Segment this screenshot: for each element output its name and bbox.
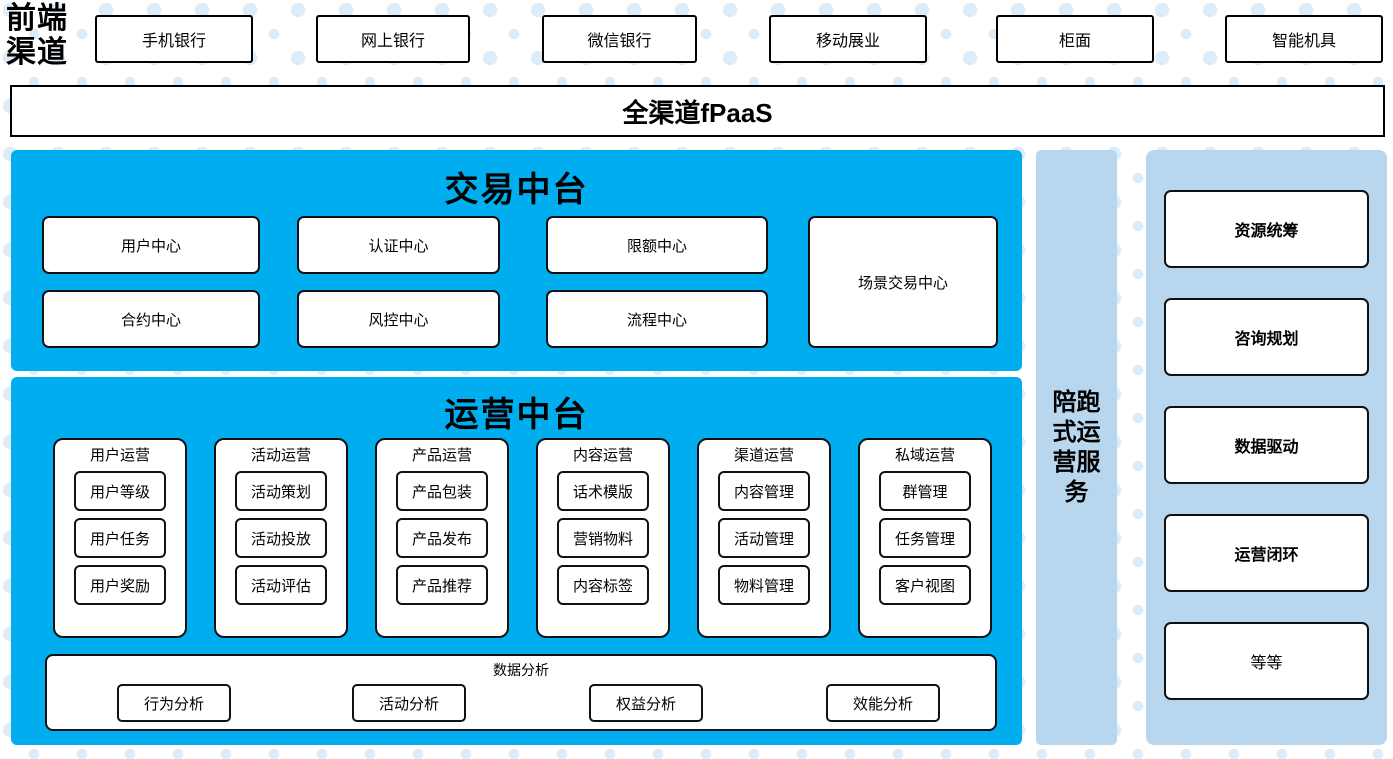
operations-column-4: 内容运营话术模版营销物料内容标签	[536, 438, 670, 638]
channel-box-6[interactable]: 智能机具	[1225, 15, 1383, 63]
operations-column-title: 产品运营	[411, 447, 472, 464]
operations-column-1: 用户运营用户等级用户任务用户奖励	[53, 438, 187, 638]
data-analysis-item-1[interactable]: 行为分析	[117, 684, 231, 722]
trade-platform-title: 交易中台	[444, 172, 589, 209]
data-analysis-item-2[interactable]: 活动分析	[352, 684, 466, 722]
trade-card-4[interactable]: 合约中心	[42, 290, 260, 348]
value-card-3[interactable]: 数据驱动	[1164, 406, 1369, 484]
trade-card-6[interactable]: 流程中心	[546, 290, 768, 348]
trade-card-5[interactable]: 风控中心	[297, 290, 500, 348]
operations-item[interactable]: 产品包装	[396, 471, 488, 511]
operations-column-5: 渠道运营内容管理活动管理物料管理	[697, 438, 831, 638]
trade-card-7[interactable]: 场景交易中心	[808, 216, 998, 348]
operations-item[interactable]: 活动管理	[718, 518, 810, 558]
operations-column-title: 用户运营	[89, 447, 150, 464]
value-card-panel: 资源统筹咨询规划数据驱动运营闭环等等	[1146, 150, 1387, 745]
trade-middle-platform-panel: 交易中台 用户中心认证中心限额中心合约中心风控中心流程中心场景交易中心	[11, 150, 1022, 371]
operations-middle-platform-panel: 运营中台 用户运营用户等级用户任务用户奖励活动运营活动策划活动投放活动评估产品运…	[11, 377, 1022, 745]
operations-item[interactable]: 活动策划	[235, 471, 327, 511]
operations-column-title: 活动运营	[250, 447, 311, 464]
data-analysis-item-4[interactable]: 效能分析	[826, 684, 940, 722]
value-card-1[interactable]: 资源统筹	[1164, 190, 1369, 268]
operations-column-title: 私域运营	[894, 447, 955, 464]
data-analysis-item-3[interactable]: 权益分析	[589, 684, 703, 722]
channel-box-2[interactable]: 网上银行	[316, 15, 470, 63]
data-analysis-title: 数据分析	[493, 662, 549, 678]
trade-card-1[interactable]: 用户中心	[42, 216, 260, 274]
trade-card-2[interactable]: 认证中心	[297, 216, 500, 274]
operations-item[interactable]: 产品发布	[396, 518, 488, 558]
operations-platform-title: 运营中台	[444, 397, 589, 434]
operations-item[interactable]: 话术模版	[557, 471, 649, 511]
value-card-2[interactable]: 咨询规划	[1164, 298, 1369, 376]
data-analysis-card: 数据分析 行为分析 活动分析 权益分析 效能分析	[45, 654, 997, 731]
operations-item[interactable]: 内容管理	[718, 471, 810, 511]
operations-column-title: 渠道运营	[733, 447, 794, 464]
trade-card-3[interactable]: 限额中心	[546, 216, 768, 274]
channel-box-4[interactable]: 移动展业	[769, 15, 927, 63]
operations-item[interactable]: 物料管理	[718, 565, 810, 605]
service-column-label: 陪跑式运营服务	[1052, 388, 1101, 506]
operations-item[interactable]: 活动评估	[235, 565, 327, 605]
operations-item[interactable]: 任务管理	[879, 518, 971, 558]
operations-column-3: 产品运营产品包装产品发布产品推荐	[375, 438, 509, 638]
channel-box-3[interactable]: 微信银行	[542, 15, 697, 63]
operations-item[interactable]: 内容标签	[557, 565, 649, 605]
value-card-5[interactable]: 等等	[1164, 622, 1369, 700]
operations-item[interactable]: 群管理	[879, 471, 971, 511]
value-card-4[interactable]: 运营闭环	[1164, 514, 1369, 592]
operations-column-6: 私域运营群管理任务管理客户视图	[858, 438, 992, 638]
operations-item[interactable]: 客户视图	[879, 565, 971, 605]
accompanying-operation-service-column[interactable]: 陪跑式运营服务	[1036, 150, 1117, 745]
operations-column-2: 活动运营活动策划活动投放活动评估	[214, 438, 348, 638]
channel-label-line-1: 前端	[6, 2, 68, 35]
operations-column-title: 内容运营	[572, 447, 633, 464]
channel-box-5[interactable]: 柜面	[996, 15, 1154, 63]
channel-label-line-2: 渠道	[6, 36, 68, 69]
omnichannel-fpaas-bar[interactable]: 全渠道fPaaS	[10, 85, 1385, 137]
operations-item[interactable]: 活动投放	[235, 518, 327, 558]
front-end-channel-label: 前端 渠道	[6, 2, 82, 70]
operations-item[interactable]: 产品推荐	[396, 565, 488, 605]
operations-item[interactable]: 用户奖励	[74, 565, 166, 605]
operations-item[interactable]: 用户等级	[74, 471, 166, 511]
operations-item[interactable]: 营销物料	[557, 518, 649, 558]
channel-box-1[interactable]: 手机银行	[95, 15, 253, 63]
operations-item[interactable]: 用户任务	[74, 518, 166, 558]
